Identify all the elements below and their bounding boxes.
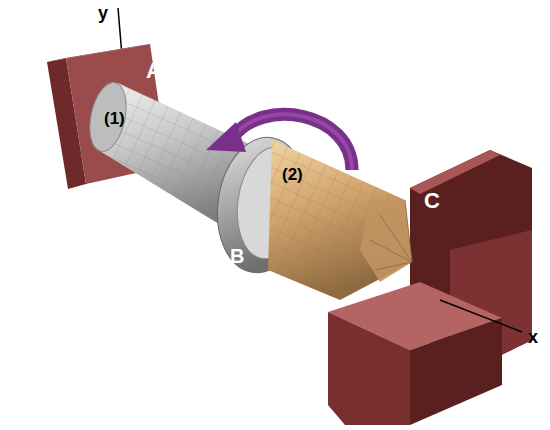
segment-number: (2) — [282, 166, 303, 183]
flange-label: B — [230, 246, 244, 266]
shaft-segment-2 — [268, 140, 412, 300]
base-block — [328, 282, 502, 425]
support-label: A — [146, 60, 162, 82]
support-label: C — [424, 190, 440, 212]
segment-number: (1) — [104, 110, 125, 127]
axis-label: x — [528, 328, 538, 346]
x-axis — [440, 300, 522, 332]
axis-label: y — [98, 4, 108, 22]
